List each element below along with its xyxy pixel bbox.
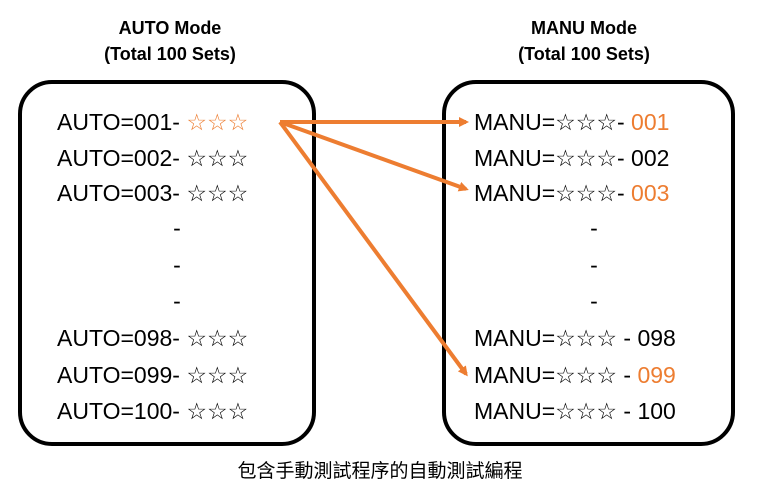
- auto-row-stars: ☆☆☆: [186, 398, 249, 424]
- auto-row-003: AUTO=003- ☆☆☆: [57, 179, 248, 207]
- auto-row-label: AUTO=098-: [57, 325, 180, 351]
- manu-row-label: MANU=☆☆☆ -: [474, 398, 632, 424]
- manu-row-001: MANU=☆☆☆- 001: [474, 108, 669, 136]
- manu-row-number: 001: [624, 109, 670, 135]
- manu-mode-title: MANU Mode: [531, 18, 637, 38]
- auto-row-label: AUTO=100-: [57, 398, 180, 424]
- arrow-to-manu-003: [279, 120, 469, 192]
- auto-row-stars: ☆☆☆: [186, 362, 249, 388]
- auto-row-002: AUTO=002- ☆☆☆: [57, 144, 248, 172]
- manu-row-label: MANU=☆☆☆ -: [474, 362, 632, 388]
- auto-row-stars: ☆☆☆: [186, 180, 249, 206]
- manu-ellipsis-dash: -: [590, 252, 598, 278]
- auto-mode-heading: AUTO Mode (Total 100 Sets): [20, 15, 320, 67]
- auto-row-label: AUTO=099-: [57, 362, 180, 388]
- manu-mode-panel: [442, 80, 735, 446]
- auto-row-stars: ☆☆☆: [186, 145, 249, 171]
- manu-row-label: MANU=☆☆☆-: [474, 109, 625, 135]
- auto-row-stars: ☆☆☆: [186, 109, 249, 135]
- auto-mode-subtitle: (Total 100 Sets): [104, 44, 236, 64]
- auto-row-099: AUTO=099- ☆☆☆: [57, 361, 248, 389]
- manu-row-002: MANU=☆☆☆- 002: [474, 144, 669, 172]
- auto-row-label: AUTO=003-: [57, 180, 180, 206]
- manu-row-label: MANU=☆☆☆-: [474, 180, 625, 206]
- manu-row-label: MANU=☆☆☆ -: [474, 325, 632, 351]
- diagram-caption: 包含手動測試程序的自動測試編程: [237, 461, 523, 482]
- auto-mode-panel: [18, 80, 316, 446]
- auto-ellipsis-dash: -: [173, 288, 181, 314]
- auto-row-label: AUTO=002-: [57, 145, 180, 171]
- auto-row-100: AUTO=100- ☆☆☆: [57, 397, 248, 425]
- manu-row-100: MANU=☆☆☆ - 100: [474, 397, 676, 425]
- auto-row-label: AUTO=001-: [57, 109, 180, 135]
- auto-row-001: AUTO=001- ☆☆☆: [57, 108, 248, 136]
- auto-mode-title: AUTO Mode: [118, 18, 222, 38]
- manu-ellipsis-dash: -: [590, 215, 598, 241]
- auto-row-stars: ☆☆☆: [186, 325, 249, 351]
- manu-mode-subtitle: (Total 100 Sets): [518, 44, 650, 64]
- manu-row-number: 002: [624, 145, 670, 171]
- manu-row-number: 098: [631, 325, 676, 351]
- manu-row-098: MANU=☆☆☆ - 098: [474, 324, 676, 352]
- manu-row-number: 100: [631, 398, 676, 424]
- arrow-to-manu-099: [278, 120, 468, 377]
- auto-row-098: AUTO=098- ☆☆☆: [57, 324, 248, 352]
- manu-row-label: MANU=☆☆☆-: [474, 145, 625, 171]
- manu-row-number: 099: [631, 362, 676, 388]
- manu-row-099: MANU=☆☆☆ - 099: [474, 361, 676, 389]
- manu-ellipsis-dash: -: [590, 288, 598, 314]
- manu-row-number: 003: [624, 180, 670, 206]
- auto-ellipsis-dash: -: [173, 252, 181, 278]
- manu-mode-heading: MANU Mode (Total 100 Sets): [434, 15, 734, 67]
- manu-row-003: MANU=☆☆☆- 003: [474, 179, 669, 207]
- auto-ellipsis-dash: -: [173, 215, 181, 241]
